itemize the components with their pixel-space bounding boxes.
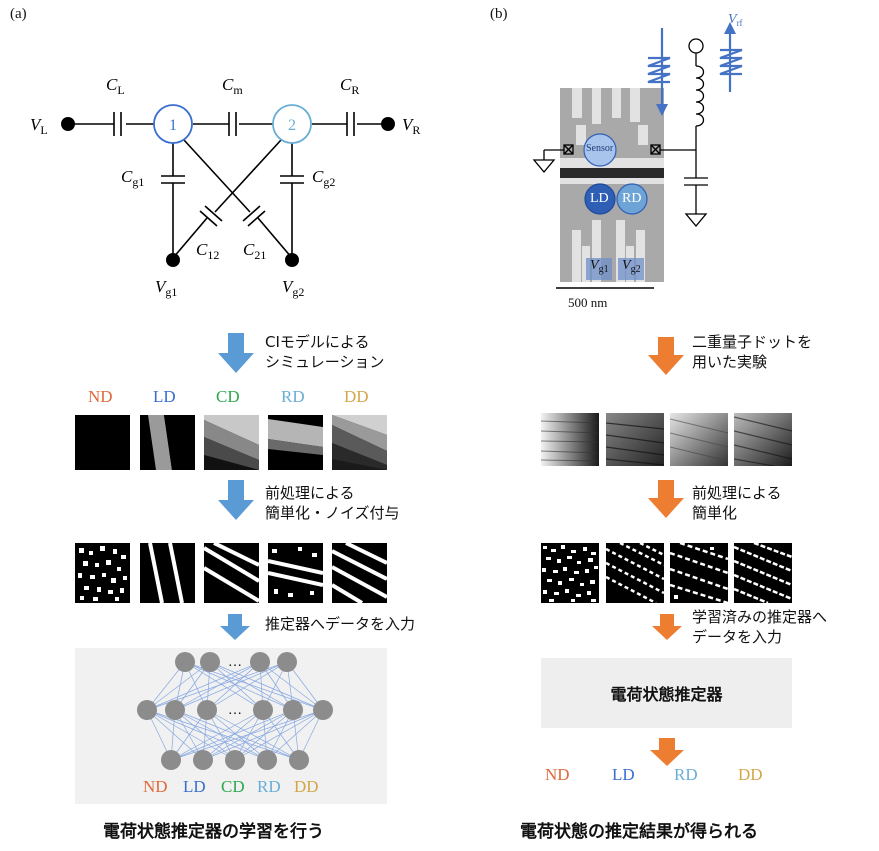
step-b1-text: 二重量子ドットを 用いた実験 <box>692 333 813 371</box>
sem-vg2-label: Vg2 <box>622 258 641 275</box>
vl-label: VL <box>30 115 48 137</box>
nn-node <box>250 652 270 672</box>
cg2-label: Cg2 <box>312 167 335 189</box>
dot-1-label: 1 <box>169 117 177 134</box>
nn-output-rd: RD <box>257 777 281 796</box>
nn-node <box>313 700 333 720</box>
class-label-cd: CD <box>216 387 240 406</box>
caption-b: 電荷状態の推定結果が得られる <box>520 822 758 842</box>
step-b3-text: 学習済みの推定器へ データを入力 <box>692 608 828 646</box>
capacitance-circuit-diagram: 1 2 VL VR CL Cm CR Cg1 Cg2 C12 C21 Vg1 V… <box>30 75 420 299</box>
nn-node <box>289 750 309 770</box>
nn-node <box>165 700 185 720</box>
estimator-label: 電荷状態推定器 <box>610 685 723 704</box>
caption-a: 電荷状態推定器の学習を行う <box>103 822 324 842</box>
nn-node <box>283 700 303 720</box>
sem-vg1-label: Vg1 <box>590 258 609 275</box>
cl-label: CL <box>106 75 125 97</box>
cr-label: CR <box>340 75 359 97</box>
result-label-nd: ND <box>545 765 570 784</box>
dot-1 <box>153 104 193 144</box>
nn-node <box>257 750 277 770</box>
preprocessed-experimental-image-3 <box>670 543 728 603</box>
c12-label: C12 <box>196 240 219 262</box>
nn-node <box>225 750 245 770</box>
class-label-dd: DD <box>344 387 369 406</box>
nn-node <box>193 750 213 770</box>
nn-node <box>175 652 195 672</box>
arrow-down-icon <box>220 614 250 640</box>
vr-label: VR <box>402 115 420 137</box>
dot-2-label: 2 <box>288 117 296 134</box>
nn-output-ld: LD <box>183 777 206 796</box>
step-a3-text: 推定器へデータを入力 <box>265 615 416 633</box>
step-b2-text: 前処理による 簡単化 <box>692 484 782 522</box>
arrow-down-icon <box>218 333 254 373</box>
panel-a-label: (a) <box>10 6 27 22</box>
step-a2-text: 前処理による 簡単化・ノイズ付与 <box>265 484 400 522</box>
vl-terminal <box>61 117 75 131</box>
arrow-down-icon <box>648 337 684 375</box>
simulation-image-rd <box>268 415 323 470</box>
arrow-down-icon <box>218 480 254 520</box>
dot-2 <box>272 104 312 144</box>
neural-network-panel: … … ND LD CD RD DD <box>75 648 387 804</box>
nn-ellipsis-mid: … <box>228 703 242 718</box>
nn-output-dd: DD <box>294 777 319 796</box>
nn-ellipsis-top: … <box>228 655 242 670</box>
class-label-rd: RD <box>281 387 305 406</box>
nn-node <box>253 700 273 720</box>
vr-terminal <box>381 117 395 131</box>
step-a1-text: CIモデルによる シミュレーション <box>265 333 385 371</box>
preprocessed-image-dd <box>332 543 387 603</box>
simulation-image-nd <box>75 415 130 470</box>
ld-label: LD <box>590 191 609 206</box>
nn-node <box>161 750 181 770</box>
preprocessed-experimental-image-1 <box>541 543 599 603</box>
experimental-image-3 <box>670 413 728 466</box>
vg1-label: Vg1 <box>155 277 177 299</box>
nn-node <box>200 652 220 672</box>
arrow-down-icon <box>648 480 684 518</box>
preprocessed-image-ld <box>140 543 195 603</box>
charge-state-estimator-box: 電荷状態推定器 <box>541 658 792 728</box>
vg2-terminal <box>285 253 299 267</box>
vg1-terminal <box>166 253 180 267</box>
simulation-image-cd <box>204 415 259 470</box>
vg2-label: Vg2 <box>282 277 304 299</box>
rd-label: RD <box>622 191 642 206</box>
class-label-nd: ND <box>88 387 113 406</box>
nn-node <box>137 700 157 720</box>
preprocessed-image-rd <box>268 543 323 603</box>
preprocessed-experimental-image-4 <box>734 543 792 603</box>
nn-node <box>277 652 297 672</box>
nn-output-cd: CD <box>221 777 245 796</box>
c21-label: C21 <box>243 240 266 262</box>
cm-label: Cm <box>222 75 243 97</box>
result-label-rd: RD <box>674 765 698 784</box>
sensor-label: Sensor <box>586 143 614 154</box>
class-label-ld: LD <box>153 387 176 406</box>
panel-b-label: (b) <box>490 6 508 22</box>
experimental-image-4 <box>734 413 792 466</box>
arrow-down-icon <box>652 614 682 640</box>
device-sem-diagram <box>532 22 743 289</box>
scale-bar-label: 500 nm <box>568 295 608 310</box>
simulation-image-ld <box>140 415 195 470</box>
arrow-down-icon <box>650 738 684 766</box>
cg1-label: Cg1 <box>121 167 144 189</box>
experimental-image-1 <box>541 413 599 466</box>
neural-network-diagram: … … <box>137 652 333 770</box>
experimental-image-2 <box>606 413 664 466</box>
preprocessed-image-cd <box>204 543 259 603</box>
preprocessed-experimental-image-2 <box>606 543 664 603</box>
vrf-label: Vrf <box>728 12 743 28</box>
result-label-ld: LD <box>612 765 635 784</box>
result-label-dd: DD <box>738 765 763 784</box>
preprocessed-image-nd <box>75 543 130 603</box>
simulation-image-dd <box>332 415 387 470</box>
nn-node <box>197 700 217 720</box>
nn-output-nd: ND <box>143 777 168 796</box>
